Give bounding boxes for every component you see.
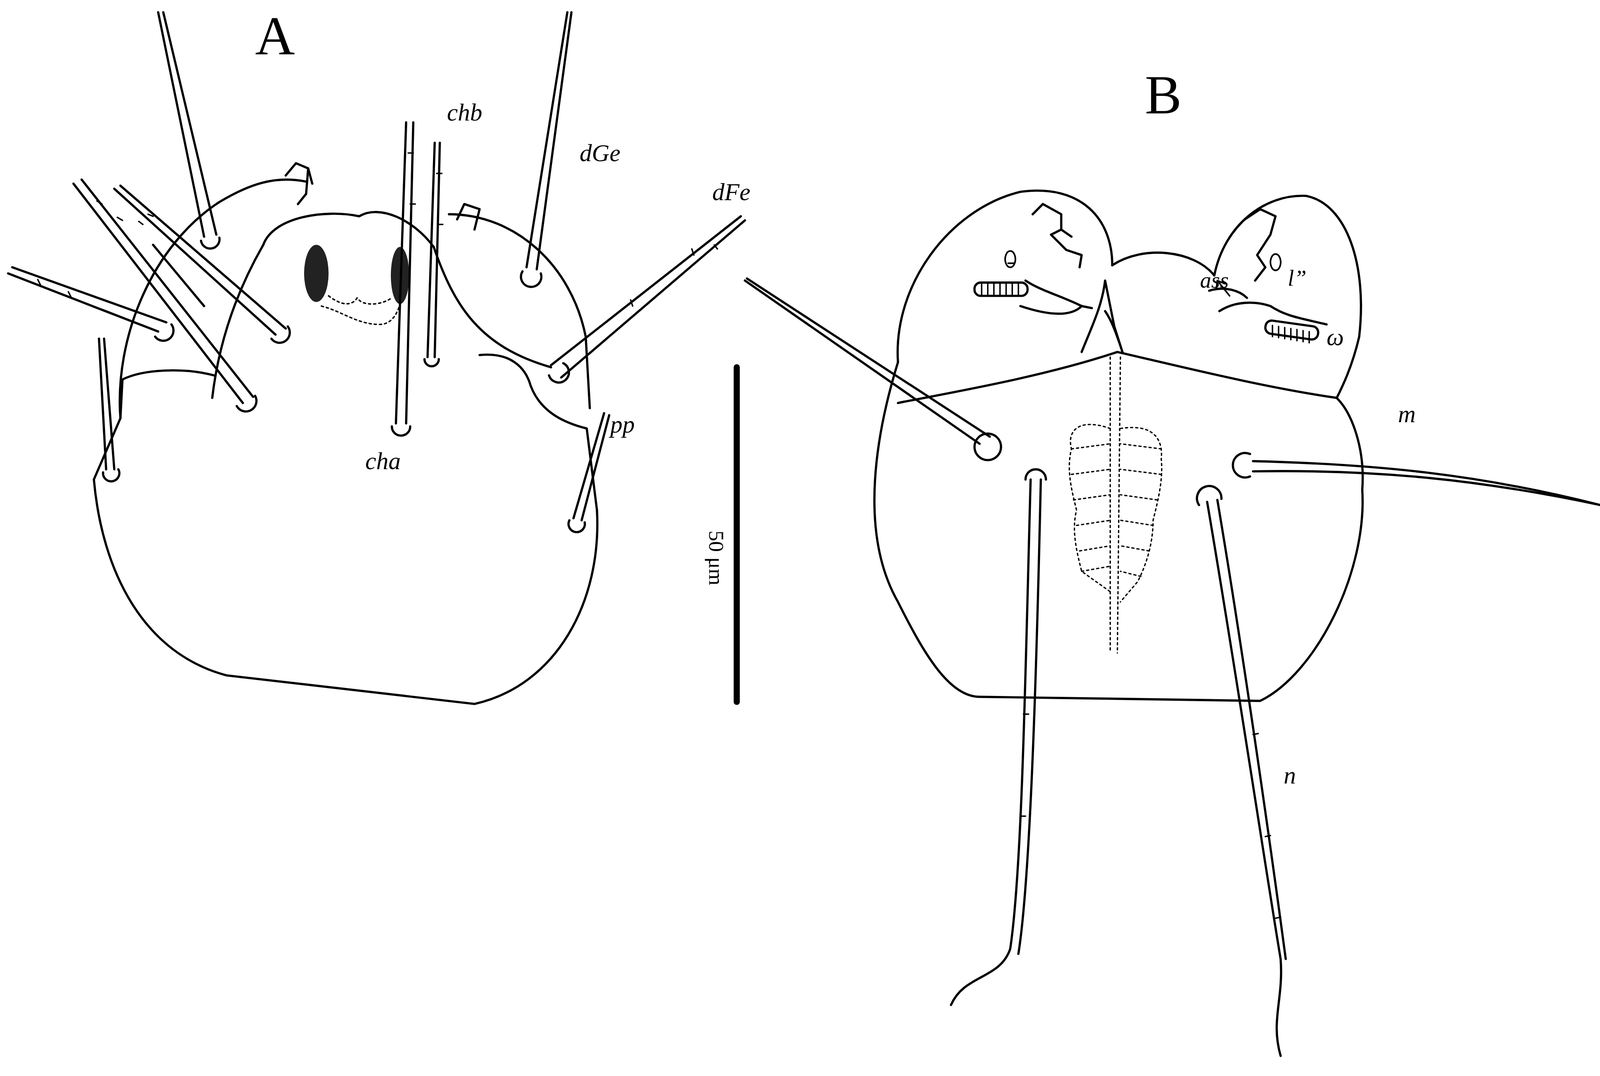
seta-label: l”: [1287, 267, 1307, 290]
figure-letter: A: [255, 8, 295, 64]
seta-label: chb: [446, 99, 483, 125]
seta-label: n: [1283, 763, 1296, 789]
seta-label: cha: [365, 448, 401, 474]
solenidion-label: ω: [1326, 324, 1344, 350]
seta-label: pp: [610, 412, 635, 438]
figure-b: [745, 190, 1600, 1056]
scale-label: 50 μm: [705, 530, 727, 586]
figure-letter: B: [1145, 67, 1182, 123]
figure-a: [8, 12, 746, 705]
scale-bar: [733, 367, 740, 703]
seta-label: dGe: [579, 140, 621, 166]
structure-label: ass: [1200, 269, 1229, 292]
seta-label: dFe: [712, 179, 751, 205]
seta-label: m: [1397, 401, 1416, 427]
